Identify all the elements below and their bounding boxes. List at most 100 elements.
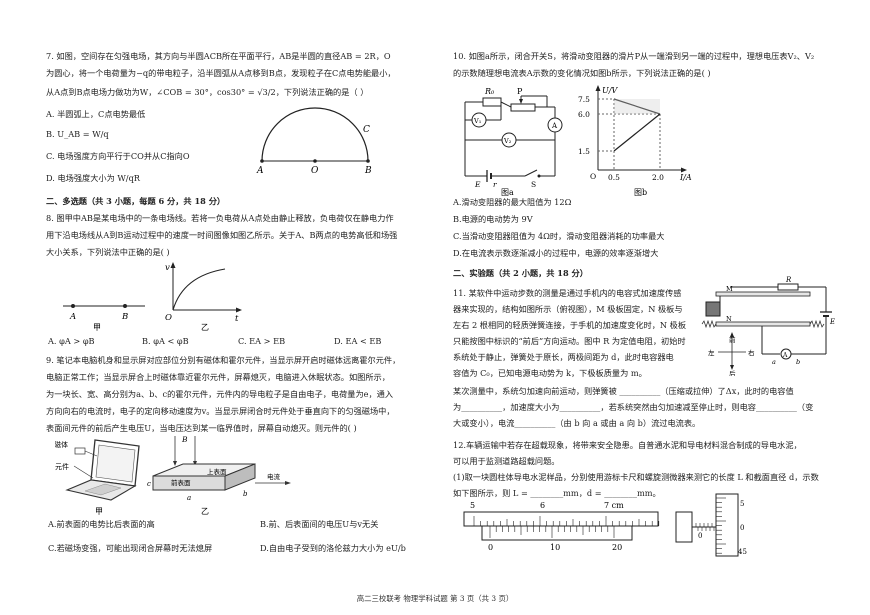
q9-option-c: C.若磁场变强，可能出现闭合屏幕时无法熄屏: [48, 543, 213, 553]
q11-sensor-figure: R E M N A a b 前 后 左 右: [701, 276, 835, 376]
q7-line1: 7. 如图，空间存在匀强电场，其方向与半圆ACB所在平面平行，AB是半圆的直径A…: [46, 51, 391, 61]
label-A: A: [69, 312, 76, 322]
label-P: P: [517, 87, 523, 96]
q7-semicircle-figure: A O B C: [256, 107, 372, 175]
vernier-tick-0: 0: [488, 543, 493, 552]
main-tick-6: 6: [540, 501, 545, 510]
q9-line5: 表面间元件的前后产生电压U，当电压达到某一临界值时，屏幕自动熄灭。则元件的( ): [46, 423, 357, 433]
vernier-tick-10: 10: [550, 543, 560, 552]
vt-curve: [172, 268, 226, 311]
label-A: A: [782, 352, 788, 359]
label-b: b: [796, 358, 800, 366]
q8-option-d: D. EA < EB: [334, 336, 382, 346]
section-experiment: 二、实验题（共 2 小题，共 18 分）: [453, 268, 588, 278]
axis-U: U/V: [602, 86, 618, 95]
label-hall-element: 霍尔元件: [55, 462, 69, 471]
q9-line2: 电脑正常工作；当显示屏合上时磁体靠近霍尔元件，屏幕熄灭，电脑进入休眠状态。如图所…: [46, 372, 390, 382]
label-B: B: [364, 166, 372, 175]
tick-x-0: 0.5: [608, 173, 620, 182]
label-A: A: [551, 122, 558, 130]
q7-option-b: B. U_AB = W/q: [46, 129, 109, 139]
line-V-decreasing: [613, 98, 661, 115]
label-B: B: [181, 435, 188, 444]
q10-line2: 的示数随理想电流表A示数的变化情况如图b所示，下列说法正确的是( ): [453, 68, 711, 78]
fig-caption-a: 图a: [501, 188, 514, 196]
q7-line2: 为圆心，将一个电荷量为−q的带电粒子，沿半圆弧从A点移到B点，发现粒子在C点电势…: [46, 68, 396, 78]
main-scale-ticks: [473, 516, 660, 526]
q8-line2: 用下沿电场线从A到B运动过程中的速度一时间图像如图乙所示。关于A、B两点的电势高…: [46, 230, 398, 240]
sleeve-zero: 0: [698, 532, 702, 540]
q10-ui-graph: U/V I/A O 7.5 6.0 1.5 0.5 2.0 图b: [578, 85, 692, 196]
label-E: E: [829, 318, 835, 326]
origin-O: O: [590, 172, 596, 181]
q8-option-c: C. EA > EB: [238, 336, 286, 346]
q12-line4: 如下图所示，则 L = ________mm，d = ________mm。: [453, 488, 661, 498]
line-V-increasing: [613, 113, 661, 152]
q8-vt-graph: v O t 乙: [165, 262, 242, 332]
fig-caption-yi: 乙: [201, 507, 209, 516]
q8-option-b: B. φA < φB: [142, 336, 189, 346]
tick-y-1: 6.0: [578, 110, 590, 119]
q7-option-a: A. 半圆弧上，C点电势最低: [46, 109, 146, 119]
rheostat: [510, 103, 536, 112]
q7-option-d: D. 电场强度大小为 W/qR: [46, 173, 140, 183]
label-O: O: [311, 166, 319, 175]
label-M: M: [726, 285, 733, 293]
fig-caption-b: 图b: [634, 188, 647, 196]
main-tick-5: 5: [470, 501, 475, 510]
tick-x-1: 2.0: [652, 173, 664, 182]
q11-line4: 只能按图中标识的“前后”方向运动。图中 R 为定值电阻，初始时: [453, 336, 686, 346]
label-R0: R₀: [484, 87, 495, 96]
q11-line8: 为__________，加速度大小为__________，若系统突然由匀加速减至…: [453, 402, 814, 412]
thimble-tick-45: 45: [738, 548, 747, 556]
q9-line3: 为一块长、宽、高分别为a、b、c的霍尔元件，元件内的导电粒子是自由电子，电荷量为…: [46, 389, 394, 399]
label-V1: V₁: [473, 117, 482, 125]
thimble: [715, 493, 739, 557]
q8-line3: 大小关系，下列说法中正确的是( ): [46, 247, 170, 257]
label-c: c: [147, 480, 151, 488]
origin-O: O: [165, 313, 172, 323]
thimble-tick-5: 5: [740, 500, 744, 508]
q11-line6: 容值为 C₀，已知电源电动势为 k，下极板质量为 m。: [453, 368, 647, 378]
q10-line1: 10. 如图a所示，闭合开关S，将滑动变阻器的滑片P从一端滑到另一端的过程中，理…: [453, 51, 815, 61]
label-S: S: [531, 180, 536, 189]
tick-y-2: 1.5: [578, 147, 590, 156]
q8-field-line-figure: A B 甲: [63, 304, 145, 332]
label-B: B: [121, 312, 128, 322]
q10-option-a: A.滑动变阻器的最大阻值为 12Ω: [453, 197, 572, 207]
fig-caption-jia: 甲: [93, 323, 101, 332]
label-top-surface: 上表面: [207, 467, 227, 476]
vernier-scale-ticks: [489, 526, 615, 538]
axis-I: I/A: [679, 173, 692, 182]
label-R: R: [785, 276, 792, 284]
q12-line2: 可以用于监测道路超载问题。: [453, 456, 560, 466]
q7-option-c: C. 电场强度方向平行于CO并从C指向O: [46, 151, 190, 161]
thimble-ticks: [716, 497, 726, 554]
label-left: 左: [708, 348, 715, 357]
axis-t: t: [235, 314, 239, 324]
q8-line1: 8. 图甲中AB是某电场中的一条电场线。若将一负电荷从A点处由静止释放，负电荷仅…: [46, 213, 394, 223]
fig-caption-yi: 乙: [201, 323, 209, 332]
q10-circuit-figure: R₀ P A V₁ V₂ E r S 图a: [464, 87, 563, 196]
label-a: a: [772, 358, 776, 366]
label-back: 后: [729, 369, 736, 376]
q9-line1: 9. 笔记本电脑机身和显示屏对应部位分别有磁体和霍尔元件，当显示屏开启时磁体远离…: [46, 355, 401, 365]
label-E: E: [474, 180, 481, 189]
q11-line3: 左右 2 根相同的轻质弹簧连接，于手机的加速度变化时，N 极板: [453, 320, 687, 330]
q9-option-d: D.自由电子受到的洛伦兹力大小为 eU/b: [260, 543, 406, 553]
semicircle-arc: [261, 107, 369, 162]
tick-y-0: 7.5: [578, 95, 590, 104]
q7-line3: 从A点到B点电场力做功为W，∠COB = 30°，cos30° = √3/2，下…: [46, 87, 369, 97]
label-V2: V₂: [503, 137, 512, 145]
q12-line1: 12.车辆运输中若存在超载现象，将带来安全隐患。自普通水泥和导电材料混合制成的导…: [453, 440, 802, 450]
label-front-surface: 前表面: [171, 478, 191, 487]
q10-option-b: B.电源的电动势为 9V: [453, 214, 533, 224]
label-r: r: [493, 180, 497, 189]
page-footer: 高二三校联考 物理学科试题 第 3 页（共 3 页）: [356, 594, 514, 603]
fig-caption-jia: 甲: [95, 507, 103, 516]
label-A: A: [256, 166, 264, 175]
label-N: N: [726, 315, 732, 323]
q11-line2: 器来实现的，结构如图所示（俯视图），M 极板固定，N 极板与: [453, 304, 683, 314]
q8-figures: A B 甲 v O t 乙: [63, 262, 242, 332]
label-current: 电流: [267, 472, 281, 481]
